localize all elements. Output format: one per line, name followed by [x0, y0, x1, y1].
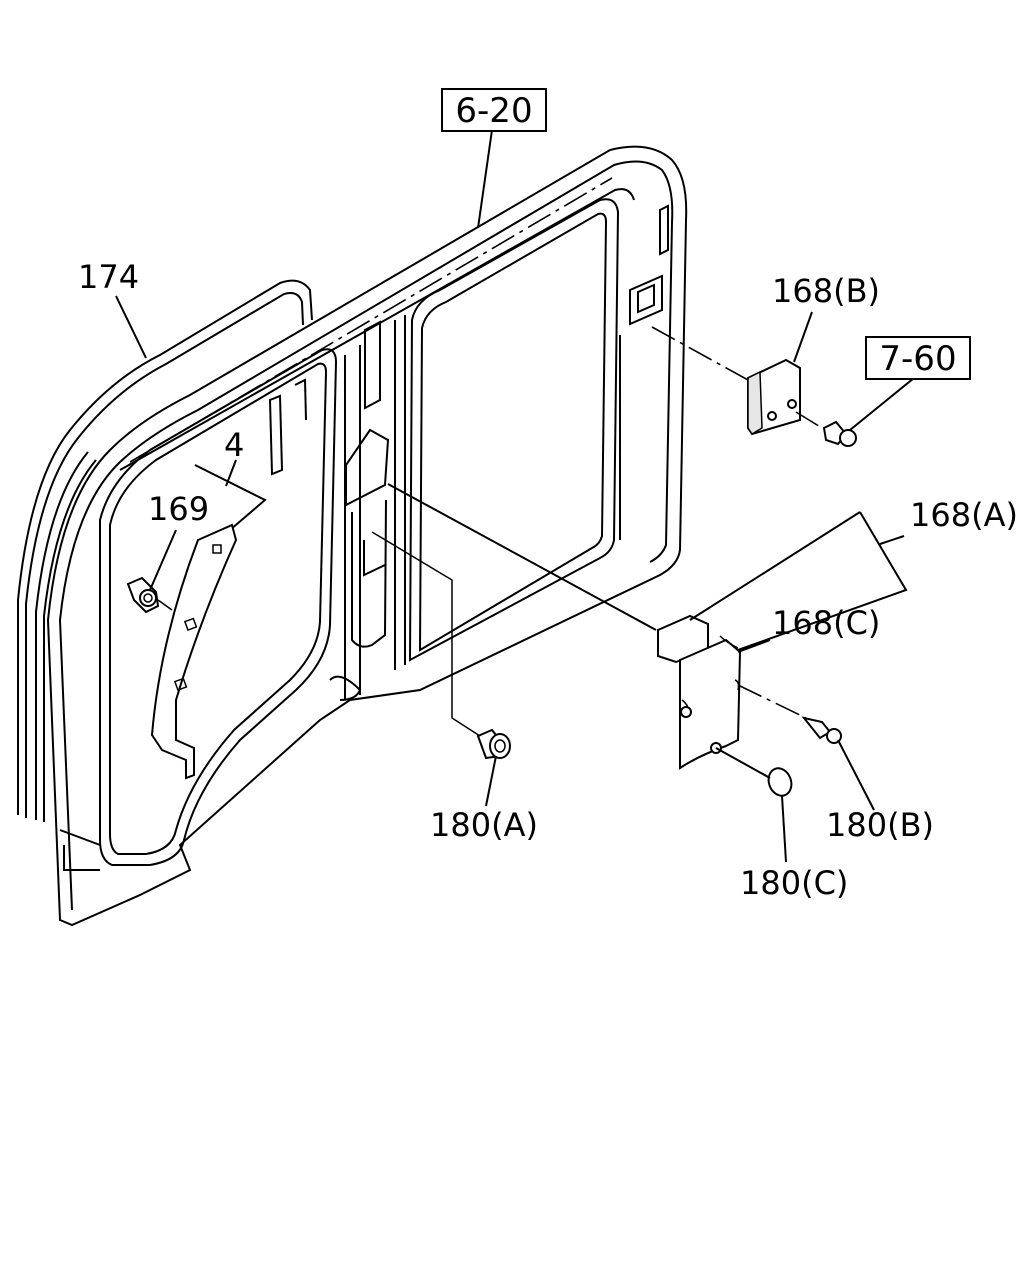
- screw-180b: [737, 684, 842, 744]
- leader-lines: [115, 129, 915, 863]
- ref-box-7-60: 7-60: [865, 336, 971, 380]
- clip-169: [126, 576, 173, 614]
- label-180c: 180(C): [740, 864, 848, 902]
- label-168c: 168(C): [772, 604, 880, 642]
- bracket-168a-168c: [657, 614, 742, 770]
- ref-label-7-60: 7-60: [879, 339, 956, 379]
- plug-180c: [715, 747, 793, 797]
- label-180b: 180(B): [826, 806, 934, 844]
- bolt: [795, 411, 857, 447]
- label-168a: 168(A): [910, 496, 1018, 534]
- label-180a: 180(A): [430, 806, 538, 844]
- door-panel: [46, 145, 688, 927]
- trim-pad-4: [150, 464, 267, 780]
- ref-box-6-20: 6-20: [441, 88, 547, 132]
- label-169: 169: [148, 490, 209, 528]
- label-4: 4: [224, 426, 244, 464]
- label-168b: 168(B): [772, 272, 880, 310]
- clip-180a: [476, 728, 511, 760]
- label-174: 174: [78, 258, 139, 296]
- ref-label-6-20: 6-20: [455, 91, 532, 131]
- weatherstrip-174: [17, 279, 313, 822]
- bracket-168b: [651, 326, 801, 436]
